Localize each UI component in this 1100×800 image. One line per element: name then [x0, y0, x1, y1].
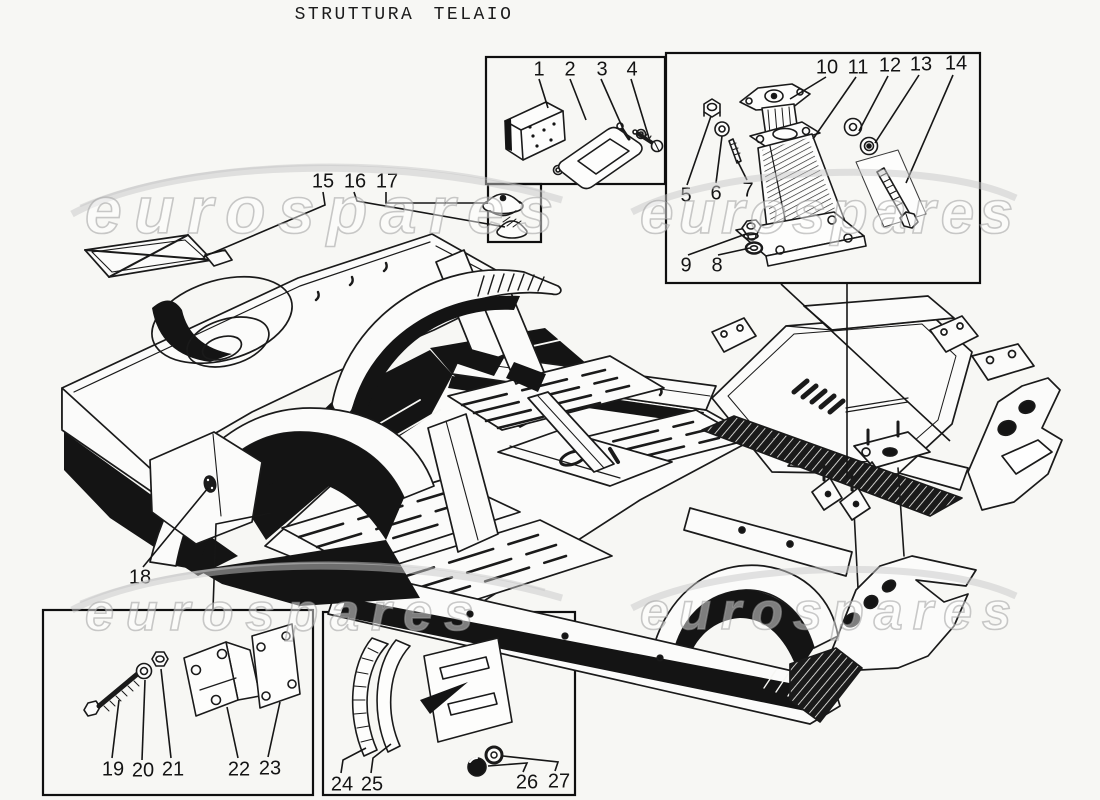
part-27-washer [484, 745, 504, 765]
part-number-23: 23 [258, 757, 282, 780]
part-number-5: 5 [680, 184, 692, 207]
part-number-9: 9 [680, 254, 692, 277]
part-number-15: 15 [311, 170, 335, 193]
part-number-27: 27 [547, 770, 571, 793]
floor-pillar-column [427, 413, 499, 553]
part-number-11: 11 [847, 56, 869, 79]
part-number-10: 10 [815, 56, 839, 79]
front-right-wheel-housing [331, 269, 562, 416]
cross-braced-plate [84, 234, 233, 278]
part-number-19: 19 [101, 758, 125, 781]
part-number-18: 18 [128, 566, 152, 589]
part-number-17: 17 [375, 170, 399, 193]
part-19-bolt [83, 668, 144, 717]
slotted-bracket [420, 637, 513, 743]
engine-mount-brackets [811, 464, 871, 521]
part-number-7: 7 [742, 179, 754, 202]
part-7-stud [728, 138, 742, 164]
part-number-3: 3 [596, 58, 608, 81]
part-4-bolt [632, 129, 664, 153]
part-22-bracket [183, 641, 261, 717]
part-number-14: 14 [944, 52, 968, 75]
part-25-arch-plate [376, 639, 411, 753]
right-sill-rail [701, 415, 963, 517]
part-8-washer [744, 241, 764, 255]
part-23-backplate [251, 623, 301, 709]
page-title: STRUTTURA TELAIO [294, 5, 514, 25]
part-number-12: 12 [878, 54, 902, 77]
part-5-nut [703, 98, 721, 118]
inset-box-parts-5-14 [664, 51, 982, 285]
arch-front-plate [149, 431, 263, 545]
part-number-16: 16 [343, 170, 367, 193]
part-number-13: 13 [909, 53, 933, 76]
part-1-rubber-pad [504, 101, 566, 161]
part-number-20: 20 [131, 759, 155, 782]
part-number-22: 22 [227, 758, 251, 781]
part-number-2: 2 [564, 58, 576, 81]
part-16-buffer-lower [496, 216, 528, 239]
part-13-flanged-nut [859, 136, 879, 156]
part-24-seal-strip [351, 637, 389, 757]
part-number-21: 21 [161, 758, 185, 781]
part-number-4: 4 [626, 58, 638, 81]
part-9-nut [741, 219, 762, 240]
part-number-26: 26 [515, 771, 539, 794]
part-number-8: 8 [711, 254, 723, 277]
part-number-24: 24 [330, 773, 354, 796]
part-21-nut [151, 651, 169, 667]
part-number-1: 1 [533, 58, 545, 81]
part-number-6: 6 [710, 182, 722, 205]
part-number-25: 25 [360, 773, 384, 796]
part-20-washer [135, 662, 153, 680]
part-26-plug [467, 757, 487, 777]
